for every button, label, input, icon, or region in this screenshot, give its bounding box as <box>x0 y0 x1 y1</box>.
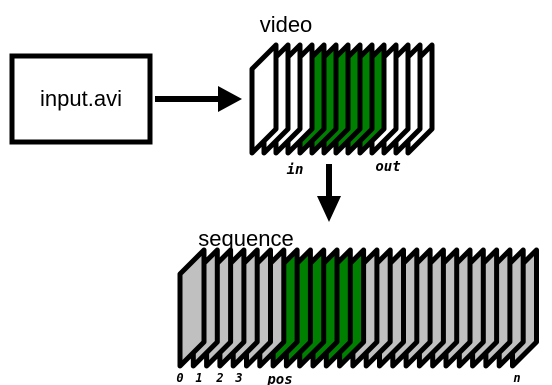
video-in-label: in <box>287 162 304 178</box>
sequence-pos-label: pos <box>266 372 292 385</box>
video-out-label: out <box>375 159 400 175</box>
input-box-frame <box>9 53 153 145</box>
index-label-0: 0 <box>176 371 183 385</box>
video-title: video <box>260 12 313 37</box>
arrow-head-icon <box>317 196 341 222</box>
sequence-n-label: n <box>513 371 520 385</box>
index-label-2: 2 <box>215 371 223 385</box>
sequence-frame-0 <box>177 247 207 369</box>
sequence-index-labels: 0 1 2 3 <box>176 371 242 385</box>
input-file-box: input.avi <box>9 53 153 145</box>
sequence-title: sequence <box>198 226 293 251</box>
video-frame-0 <box>249 42 279 156</box>
video-frame-stack <box>249 42 435 156</box>
arrow-video-to-sequence <box>317 164 341 222</box>
arrow-head-icon <box>218 86 242 112</box>
index-label-3: 3 <box>234 371 242 385</box>
input-file-label: input.avi <box>40 86 122 111</box>
arrow-input-to-video <box>155 86 242 112</box>
sequence-frame-stack <box>177 247 539 369</box>
index-label-1: 1 <box>195 371 202 385</box>
